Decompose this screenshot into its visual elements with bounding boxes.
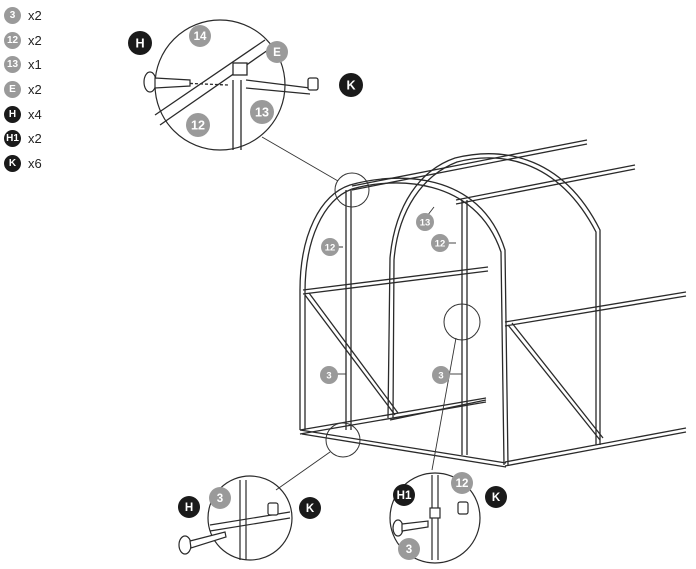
top-detail bbox=[154, 19, 319, 151]
part-qty-e: x2 bbox=[28, 81, 42, 97]
part-badge-h1: H1 bbox=[4, 130, 21, 148]
svg-text:3: 3 bbox=[406, 544, 412, 556]
svg-text:H: H bbox=[135, 37, 144, 51]
part-row-13: 13 x1 bbox=[4, 52, 84, 77]
svg-text:12: 12 bbox=[435, 238, 446, 249]
part-qty-3: x2 bbox=[28, 7, 42, 23]
callout-br-12: 12 bbox=[451, 472, 473, 494]
bottom-left-detail bbox=[207, 475, 293, 561]
callout-frame-3-right: 3 bbox=[432, 366, 450, 384]
bottom-right-bolt bbox=[392, 519, 429, 537]
callout-bl-K: K bbox=[299, 497, 321, 519]
svg-text:3: 3 bbox=[438, 370, 443, 381]
part-badge-13: 13 bbox=[4, 56, 21, 74]
svg-text:13: 13 bbox=[255, 106, 269, 120]
svg-text:3: 3 bbox=[326, 370, 331, 381]
callout-top-14: 14 bbox=[189, 25, 211, 47]
part-row-3: 3 x2 bbox=[4, 3, 84, 28]
frame-detail-circles bbox=[325, 172, 481, 458]
svg-text:K: K bbox=[306, 503, 315, 515]
part-qty-12: x2 bbox=[28, 32, 42, 48]
svg-text:12: 12 bbox=[191, 119, 205, 133]
callout-top-12: 12 bbox=[186, 113, 210, 137]
callout-br-K: K bbox=[485, 486, 507, 508]
callout-br-H1: H1 bbox=[393, 484, 415, 506]
svg-text:12: 12 bbox=[456, 478, 469, 490]
callout-frame-12-right: 12 bbox=[431, 234, 449, 252]
part-row-12: 12 x2 bbox=[4, 28, 84, 53]
part-badge-12: 12 bbox=[4, 31, 21, 49]
top-bolt bbox=[143, 71, 191, 93]
part-qty-h1: x2 bbox=[28, 131, 42, 147]
svg-text:E: E bbox=[273, 47, 281, 59]
callout-top-H: H bbox=[128, 31, 152, 55]
callout-bl-3: 3 bbox=[209, 487, 231, 509]
part-badge-e: E bbox=[4, 80, 21, 98]
bottom-right-detail bbox=[389, 472, 481, 564]
svg-text:K: K bbox=[346, 79, 355, 93]
svg-text:3: 3 bbox=[217, 493, 223, 505]
part-badge-h: H bbox=[4, 105, 21, 123]
callout-top-E: E bbox=[266, 41, 288, 63]
callout-frame-13: 13 bbox=[416, 213, 434, 231]
part-qty-13: x1 bbox=[28, 57, 42, 73]
callout-frame-3-left: 3 bbox=[320, 366, 338, 384]
leader-lines bbox=[261, 136, 462, 491]
callout-top-13: 13 bbox=[250, 100, 274, 124]
svg-text:H: H bbox=[185, 502, 193, 514]
svg-text:K: K bbox=[492, 492, 501, 504]
svg-text:12: 12 bbox=[325, 242, 336, 253]
callout-br-3: 3 bbox=[398, 538, 420, 560]
svg-text:H1: H1 bbox=[397, 490, 412, 502]
svg-text:13: 13 bbox=[420, 217, 431, 228]
svg-text:14: 14 bbox=[194, 31, 207, 43]
part-badge-3: 3 bbox=[4, 6, 21, 24]
part-qty-k: x6 bbox=[28, 155, 42, 171]
part-row-h1: H1 x2 bbox=[4, 126, 84, 151]
greenhouse-frame bbox=[299, 139, 687, 468]
part-badge-k: K bbox=[4, 154, 21, 172]
callout-top-K: K bbox=[339, 73, 363, 97]
part-qty-h: x4 bbox=[28, 106, 42, 122]
callout-bl-H: H bbox=[178, 496, 200, 518]
callout-frame-12-left: 12 bbox=[321, 238, 339, 256]
bottom-left-bolt bbox=[178, 531, 227, 555]
